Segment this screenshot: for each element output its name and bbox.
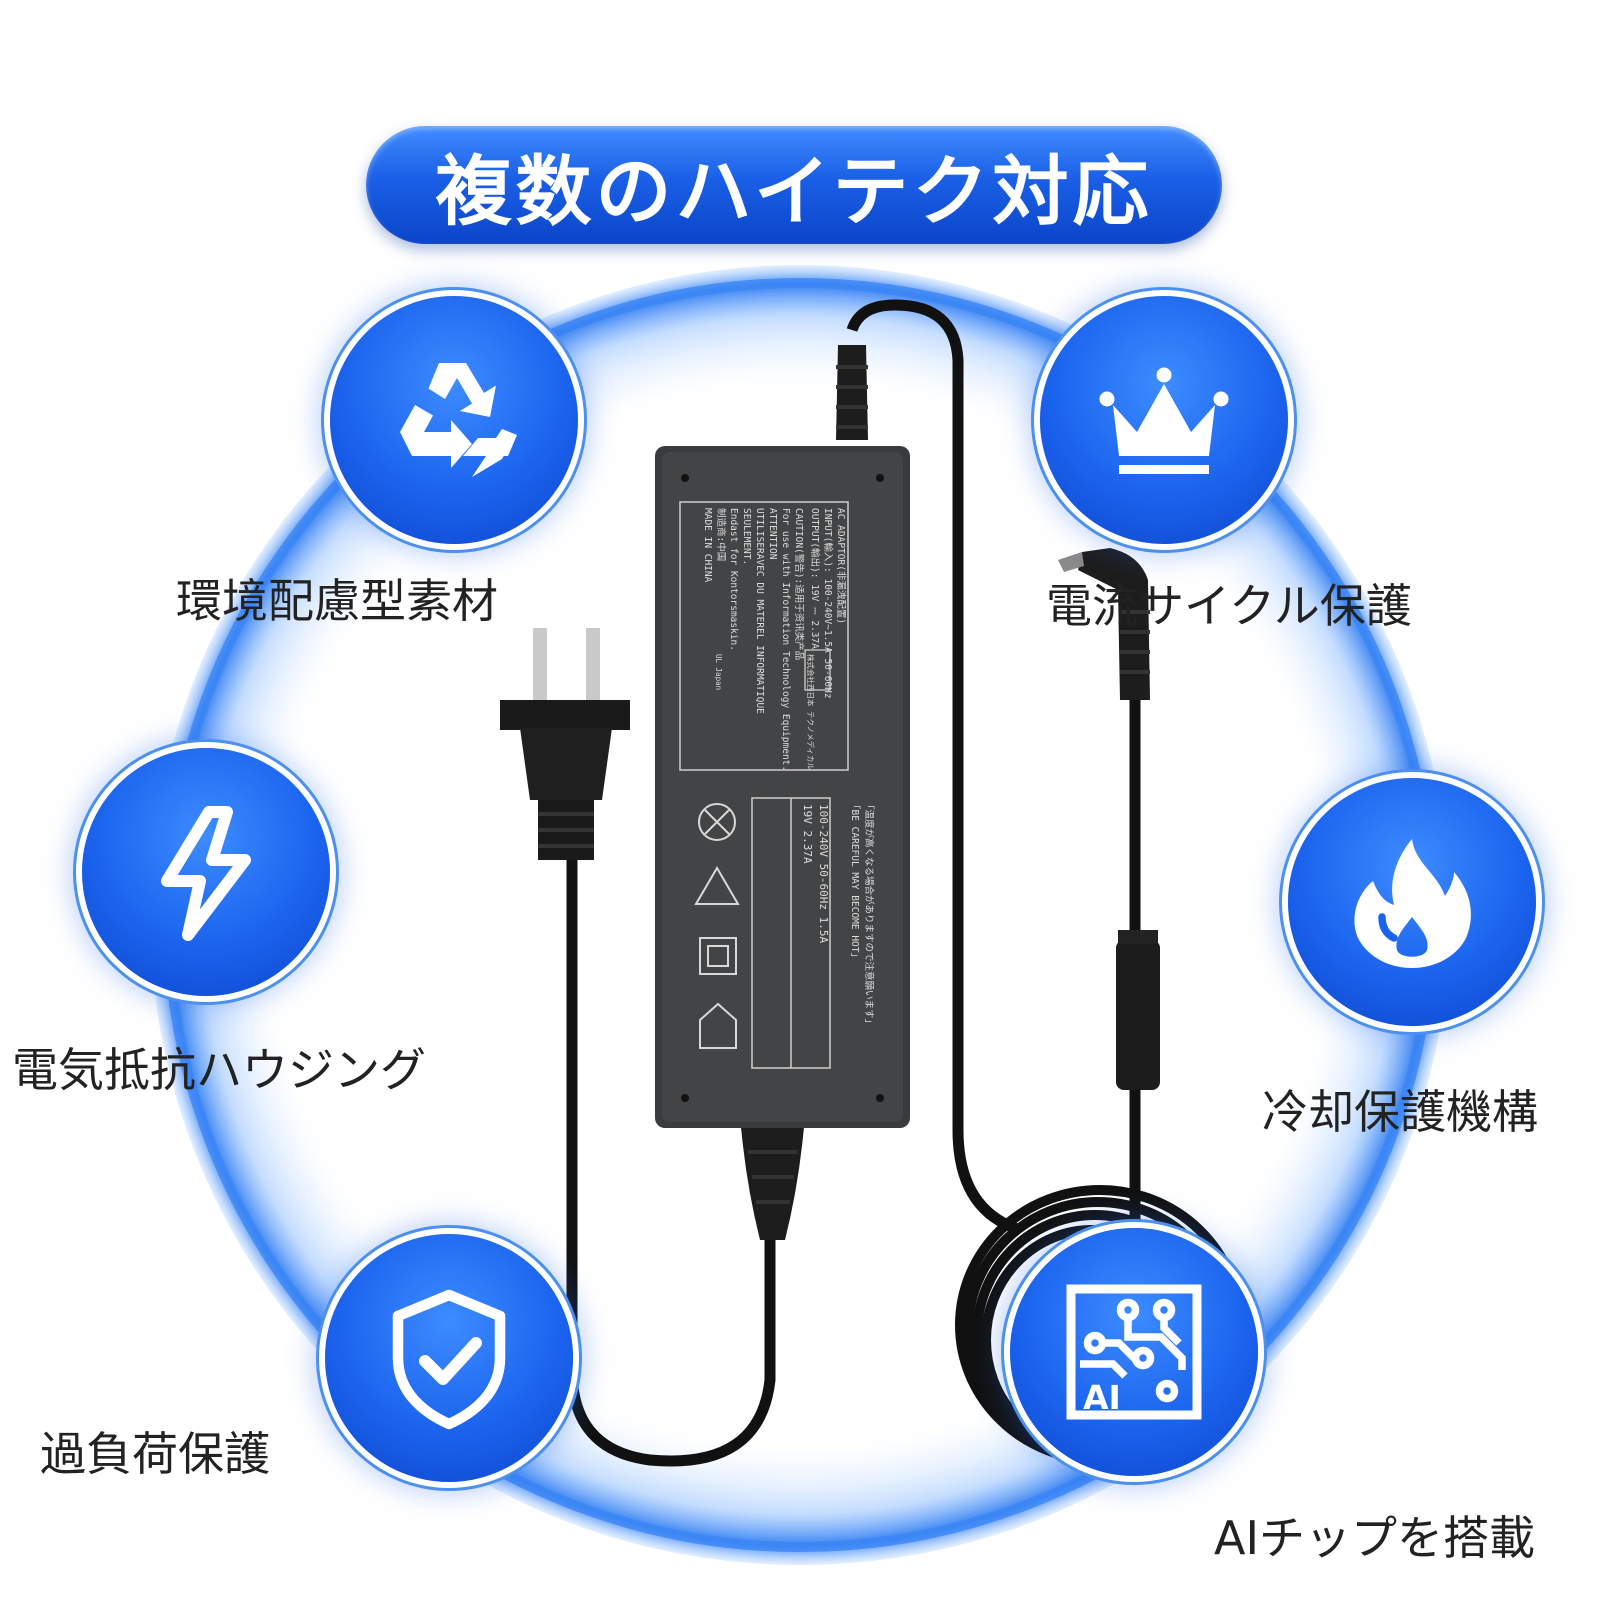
wall-plug-prong-right [586,628,600,708]
feature-label-current-cycle: 電流サイクル保護 [1046,579,1412,633]
label-line-1: AC ADAPTOR(非漏洩配置) [835,508,847,624]
feature-label-overload: 過負荷保護 [40,1427,270,1481]
wall-plug-prong-left [533,628,547,708]
recycle-icon [400,363,517,477]
feature-badge-lightning [82,748,330,996]
feature-label-cooling: 冷却保護機構 [1262,1085,1538,1139]
feature-badge-flame [1288,778,1536,1026]
high-voltage-warning-symbol [694,866,740,905]
label-line-3: OUTPUT(輸出): 19V ⎓ 2.37A [809,508,821,649]
label-line-5: For use with Information Technology Equi… [780,508,791,771]
label-line-8: SEULEMENT. [741,508,752,565]
feature-label-ai-chip: AIチップを搭載 [1214,1511,1536,1565]
label-line-2: INPUT(輸入): 100-240V~1.5A 50-60Hz [822,508,834,699]
feature-badge-ai-chip: AI [1010,1228,1258,1476]
pse-text: 株式会社西日本 テクノメディカル [806,654,816,771]
ac-cable [566,855,776,1467]
label-line-10: 制造商:中国 [715,508,727,561]
indoor-use-symbol [699,1002,737,1049]
crown-icon [1099,367,1229,474]
ai-chip-icon: AI [1066,1284,1202,1420]
feature-label-eco-material: 環境配慮型素材 [176,574,498,628]
label-line-4: CAUTION(警告):适用于资讯类产品 [793,508,805,660]
shield-check-icon [392,1289,506,1430]
feature-badge-recycle [330,296,578,544]
feature-badge-crown [1040,296,1288,544]
adapter-warning-text: 「温度が高くなる場合がありますので注意願います」 「BE CAREFUL MAY… [801,800,875,1028]
top-cable [846,299,1022,1236]
warning-jp: 「温度が高くなる場合がありますので注意願います」 [863,800,875,1028]
title-text: 複数のハイテク対応 [435,147,1153,236]
label-line-9: Endast for Kontorsmaskin. [728,508,739,651]
feature-badge-shield [325,1234,573,1482]
double-insulation-symbol [699,937,737,975]
warning-en: 「BE CAREFUL MAY BECOME HOT」 [849,800,860,962]
ferrite-core [1116,940,1160,1090]
label-line-6: ATTENTION [767,508,778,560]
title-banner: 複数のハイテク対応 [366,126,1222,244]
feature-label-resistance-housing: 電気抵抗ハウジング [12,1043,426,1097]
wall-plug-body [520,728,612,800]
label-line-11: MADE IN CHINA [702,508,713,583]
ul-text: UL Japan [714,654,723,690]
rating-2: 19V 2.37A [801,804,814,864]
rating-1: 100-240V 50-60Hz 1.5A [817,804,830,943]
label-line-7: UTILISERAVEC DU MATEREL INFORMATIQUE [754,508,765,714]
lightning-icon [161,806,251,941]
no-disassemble-symbol [698,803,736,841]
dc-plug [1078,548,1150,700]
svg-text:AI: AI [1083,1378,1121,1417]
flame-icon [1354,839,1471,968]
adapter-label-text: AC ADAPTOR(非漏洩配置) INPUT(輸入): 100-240V~1.… [702,508,847,771]
pse-mark [804,649,831,691]
